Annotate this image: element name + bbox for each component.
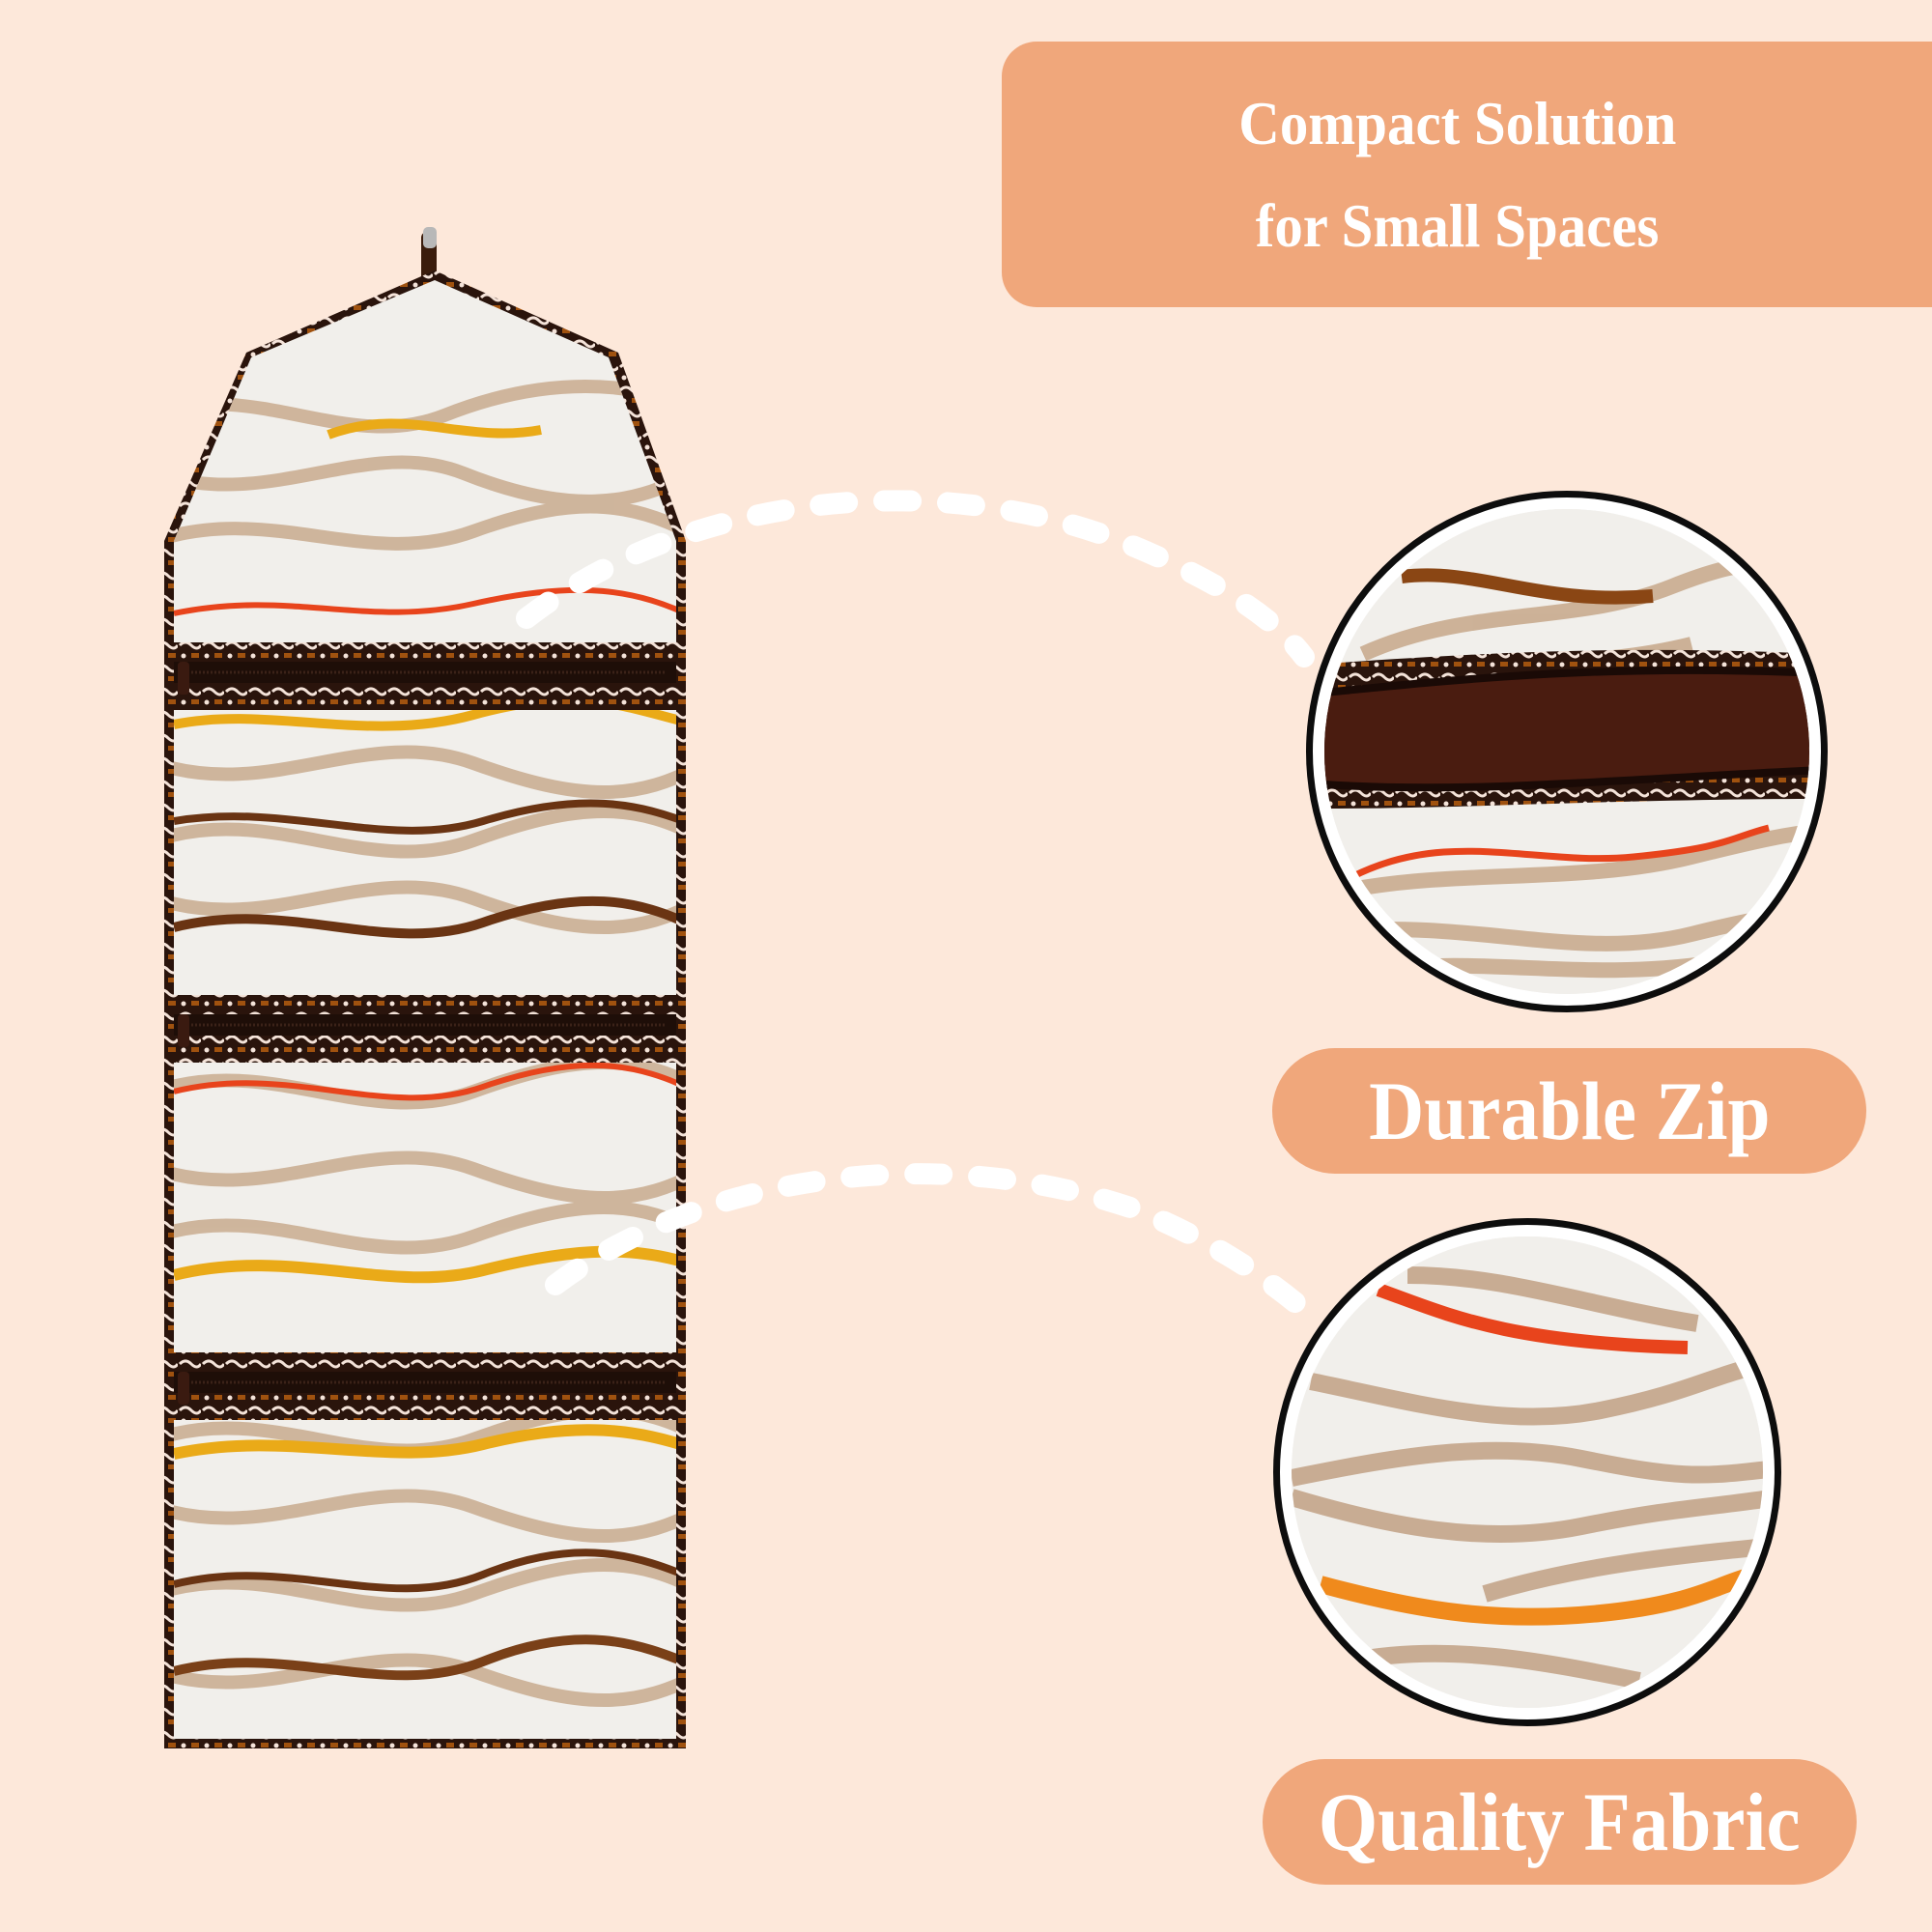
zipper-pocket-2[interactable] (174, 995, 676, 1063)
feature-label-durable-zip: Durable Zip (1272, 1048, 1866, 1174)
headline-banner: Compact Solution for Small Spaces (1002, 42, 1932, 307)
connector-fabric (545, 1163, 1320, 1324)
fabric-closeup-image (1273, 1218, 1781, 1726)
feature-label-quality-fabric: Quality Fabric (1263, 1759, 1857, 1885)
product-image-hanging-organizer (155, 222, 705, 1768)
zipper-pocket-1[interactable] (174, 642, 676, 710)
zipper-pocket-3[interactable] (174, 1352, 676, 1420)
connector-zip (516, 490, 1315, 668)
organizer-illustration (164, 227, 686, 1748)
wall-hook-icon (423, 227, 437, 248)
headline-line-2: for Small Spaces (1255, 190, 1660, 260)
zipper-closeup-image (1306, 491, 1828, 1012)
headline-line-1: Compact Solution (1238, 88, 1677, 157)
